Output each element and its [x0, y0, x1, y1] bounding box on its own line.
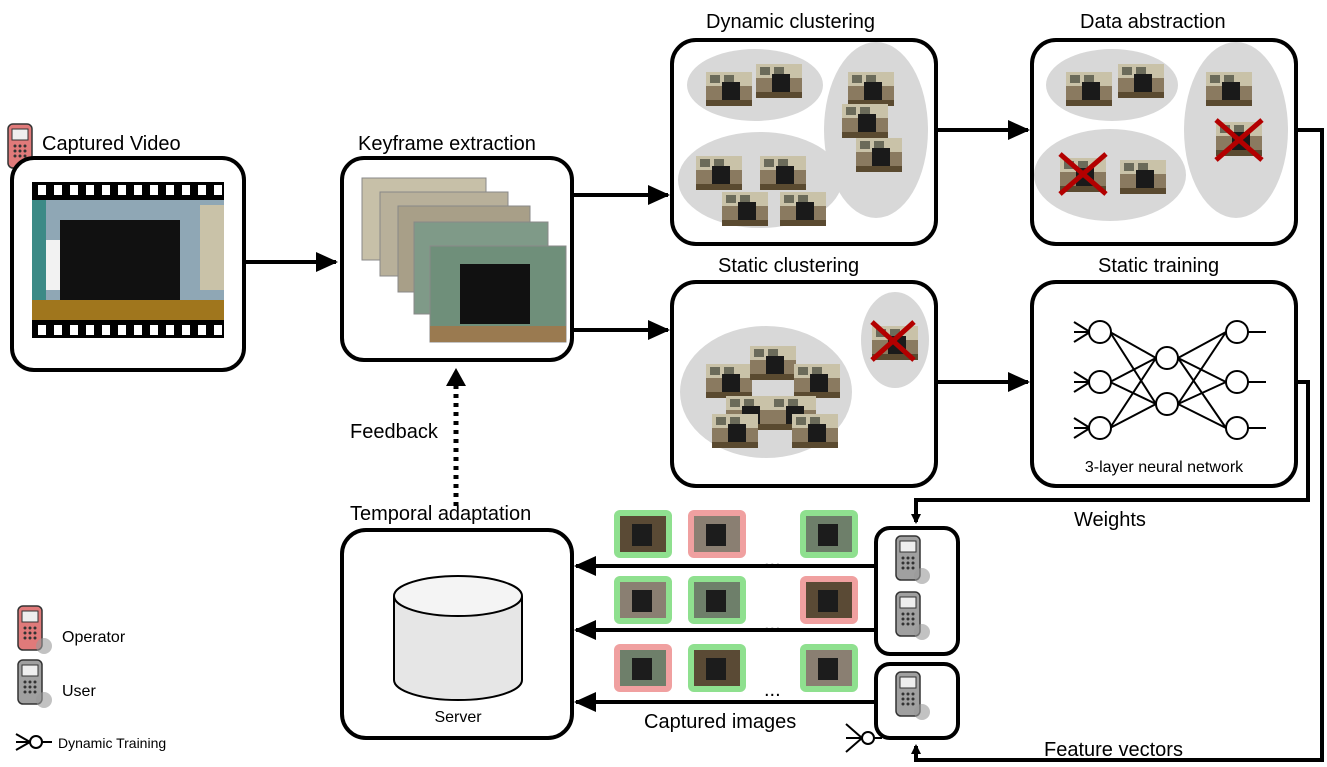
user-legend-icon — [17, 659, 53, 709]
operator-legend-icon — [17, 605, 53, 655]
static-training-label: Static training — [1098, 255, 1219, 277]
weights-label: Weights — [1074, 509, 1146, 531]
dynamic-training-legend-icon — [15, 733, 52, 751]
static-clustering-label: Static clustering — [718, 255, 859, 277]
neural-network-label: 3-layer neural network — [1085, 459, 1244, 476]
ellipsis-row-2: ... — [764, 613, 781, 635]
neural-network-diagram — [1073, 320, 1266, 440]
feedback-arrowhead — [446, 368, 466, 386]
static-training-box — [1030, 280, 1298, 488]
captured-image-object — [706, 524, 726, 546]
rejected-cross-icon — [870, 320, 916, 362]
rejected-cross-icon — [1214, 118, 1264, 162]
dynamic-clusters — [678, 42, 928, 228]
ellipsis-row-3: ... — [764, 679, 781, 701]
captured-images-label: Captured images — [644, 711, 796, 733]
temporal-adaptation-label: Temporal adaptation — [350, 503, 531, 525]
captured-image-object — [632, 524, 652, 546]
legend: Operator User Dynamic Training — [15, 605, 166, 751]
captured-image-object — [818, 590, 838, 612]
captured-image-object — [706, 658, 726, 680]
keyframe-stack — [361, 177, 567, 343]
dynamic-training-icon — [845, 723, 882, 753]
legend-operator-label: Operator — [62, 629, 126, 646]
captured-image-object — [818, 658, 838, 680]
captured-images-grid — [614, 510, 858, 692]
captured-video-label: Captured Video — [42, 133, 181, 155]
arrow-feature-vectors — [911, 128, 1324, 762]
database-cylinder-icon — [393, 575, 523, 701]
feedback-label: Feedback — [350, 421, 439, 443]
dynamic-clustering-label: Dynamic clustering — [706, 11, 875, 33]
captured-image-object — [632, 658, 652, 680]
data-abstraction-label: Data abstraction — [1080, 11, 1226, 33]
legend-dynamic-training-label: Dynamic Training — [58, 735, 166, 751]
keyframe-extraction-label: Keyframe extraction — [358, 133, 536, 155]
captured-image-object — [706, 590, 726, 612]
arrow-weights — [911, 380, 1310, 524]
ellipsis-row-1: ... — [764, 549, 781, 571]
film-strip — [32, 182, 224, 338]
server-label: Server — [434, 709, 482, 726]
legend-user-label: User — [62, 683, 96, 700]
abstraction-clusters — [1034, 42, 1288, 221]
captured-image-object — [632, 590, 652, 612]
feature-vectors-label: Feature vectors — [1044, 739, 1183, 761]
captured-image-object — [818, 524, 838, 546]
rejected-cross-icon — [1058, 152, 1108, 196]
